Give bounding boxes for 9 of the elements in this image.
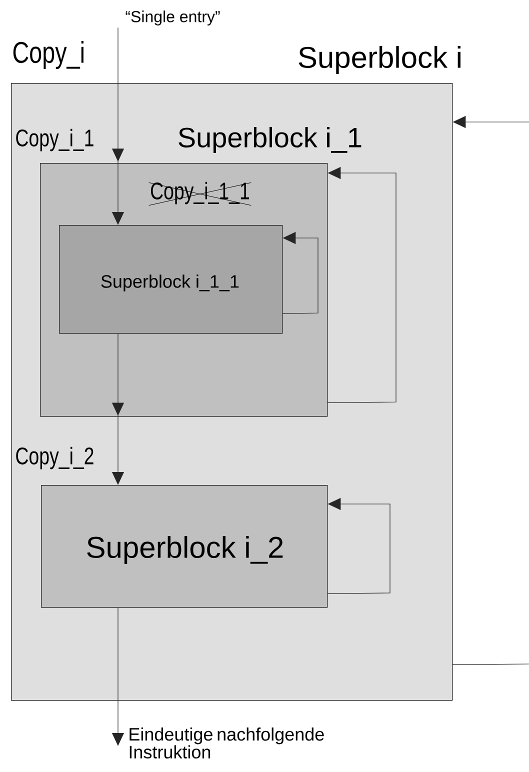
copy-label: Copy_i_1 xyxy=(16,128,94,152)
block-box: Superblock i_2 xyxy=(41,485,328,608)
copy-label: Copy_i_2 xyxy=(16,446,94,470)
block-box: Superblock i_1_1 xyxy=(59,225,283,334)
text-label: “Single entry” xyxy=(126,10,220,26)
copy-label: Copy_i xyxy=(13,41,84,69)
node-label: Superblock i xyxy=(298,46,460,74)
text-label: Eindeutige nachfolgende Instruktion xyxy=(130,728,324,758)
node-label: Superblock i_1 xyxy=(178,126,362,154)
